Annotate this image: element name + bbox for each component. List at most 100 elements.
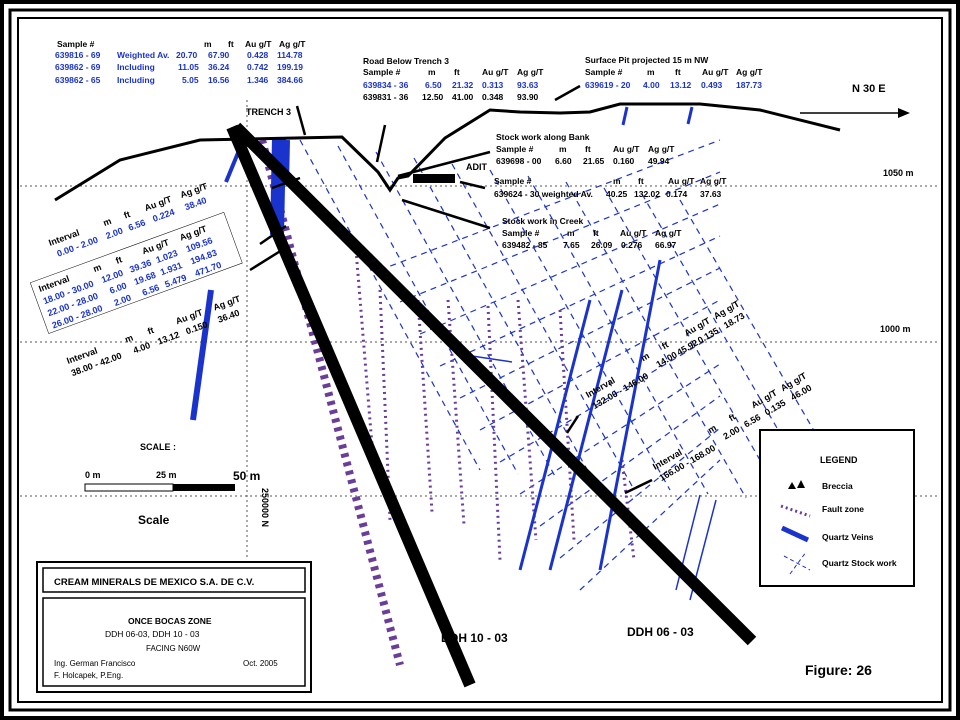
svg-text:ft: ft	[660, 340, 670, 352]
svg-text:m: m	[613, 176, 621, 186]
svg-text:66.97: 66.97	[655, 240, 677, 250]
svg-text:187.73: 187.73	[736, 80, 762, 90]
svg-text:639834 - 36: 639834 - 36	[363, 80, 409, 90]
stockwork-icon	[783, 551, 811, 575]
svg-text:639816 - 69: 639816 - 69	[55, 50, 101, 60]
svg-text:Ag g/T: Ag g/T	[279, 39, 306, 49]
direction-arrow	[898, 108, 910, 118]
svg-text:Surface Pit projected 15 m NW: Surface Pit projected 15 m NW	[585, 55, 709, 65]
callout-arrows	[249, 84, 653, 495]
svg-text:Au g/T: Au g/T	[482, 67, 509, 77]
svg-text:m: m	[567, 228, 575, 238]
engineer-1: Ing. German Francisco	[54, 659, 136, 668]
svg-text:Ag g/T: Ag g/T	[736, 67, 763, 77]
svg-text:ft: ft	[146, 325, 155, 336]
northing-label: 250000 N	[260, 488, 270, 527]
trench-label: TRENCH 3	[246, 107, 291, 117]
svg-text:93.63: 93.63	[517, 80, 539, 90]
bank-sample-table: Stock work along Bank Sample # m ft Au g…	[496, 132, 675, 166]
svg-text:Road Below Trench 3: Road Below Trench 3	[363, 56, 449, 66]
svg-text:20.70: 20.70	[176, 50, 198, 60]
svg-text:36.24: 36.24	[208, 62, 230, 72]
holes-label: DDH 06-03, DDH 10 - 03	[105, 629, 200, 639]
legend: LEGEND Breccia Fault zone Quartz Veins Q…	[759, 429, 915, 587]
svg-text:Fault zone: Fault zone	[822, 504, 864, 514]
svg-text:639831 - 36: 639831 - 36	[363, 92, 409, 102]
inner-border	[8, 8, 952, 712]
svg-text:6.56: 6.56	[742, 412, 762, 429]
figure-label: Figure: 26	[805, 662, 872, 678]
svg-text:Sample #: Sample #	[494, 176, 532, 186]
svg-text:6.60: 6.60	[555, 156, 572, 166]
adit-sample-table: Sample # m ft Au g/T Ag g/T 639624 - 30 …	[494, 176, 727, 199]
svg-text:4.00: 4.00	[132, 340, 152, 355]
svg-text:639619 - 20: 639619 - 20	[585, 80, 631, 90]
engineer-2: F. Holcapek, P.Eng.	[54, 671, 123, 680]
svg-text:ft: ft	[585, 144, 591, 154]
trench-sample-table: Sample # m ft Au g/T Ag g/T 639816 - 69 …	[55, 39, 306, 85]
svg-text:384.66: 384.66	[277, 75, 303, 85]
svg-text:m: m	[706, 423, 718, 436]
svg-text:0.160: 0.160	[613, 156, 635, 166]
title-block: CREAM MINERALS DE MEXICO S.A. DE C.V. ON…	[36, 561, 312, 693]
svg-text:0.174: 0.174	[666, 189, 688, 199]
ddh-10-label: DDH 10 - 03	[441, 631, 508, 645]
svg-text:Weighted Av.: Weighted Av.	[117, 50, 169, 60]
svg-text:Breccia: Breccia	[822, 481, 853, 491]
svg-text:93.90: 93.90	[517, 92, 539, 102]
svg-text:m: m	[102, 216, 113, 228]
svg-text:0.348: 0.348	[482, 92, 504, 102]
svg-text:Sample #: Sample #	[363, 67, 401, 77]
svg-text:0.742: 0.742	[247, 62, 269, 72]
svg-text:1.346: 1.346	[247, 75, 269, 85]
svg-text:639862 - 69: 639862 - 69	[55, 62, 101, 72]
svg-text:45.92: 45.92	[675, 338, 700, 358]
svg-text:6.50: 6.50	[425, 80, 442, 90]
facing-label: FACING N60W	[146, 644, 201, 653]
adit-label: ADIT	[466, 162, 487, 172]
company-name: CREAM MINERALS DE MEXICO S.A. DE C.V.	[54, 577, 254, 588]
svg-text:12.50: 12.50	[422, 92, 444, 102]
svg-text:m: m	[639, 351, 651, 364]
svg-text:ft: ft	[228, 39, 234, 49]
svg-text:Stock work in Creek: Stock work in Creek	[502, 216, 584, 226]
svg-text:Au g/T: Au g/T	[620, 228, 647, 238]
svg-text:Sample #: Sample #	[585, 67, 623, 77]
svg-text:m: m	[428, 67, 436, 77]
svg-text:4.00: 4.00	[643, 80, 660, 90]
svg-text:25 m: 25 m	[156, 470, 177, 480]
breccia-icon	[788, 480, 805, 489]
legend-title: LEGEND	[820, 455, 858, 465]
svg-text:21.32: 21.32	[452, 80, 474, 90]
ddh-06-label: DDH 06 - 03	[627, 625, 694, 639]
svg-text:Quartz Veins: Quartz Veins	[822, 532, 874, 542]
fault-zone-icon	[780, 504, 811, 518]
svg-text:Au g/T: Au g/T	[702, 67, 729, 77]
svg-text:Stock work along Bank: Stock work along Bank	[496, 132, 590, 142]
svg-text:16.56: 16.56	[208, 75, 230, 85]
svg-text:49.94: 49.94	[648, 156, 670, 166]
svg-text:0.493: 0.493	[701, 80, 723, 90]
drillhole-ddh-10-03	[226, 124, 476, 688]
svg-text:21.65: 21.65	[583, 156, 605, 166]
pit-sample-table: Surface Pit projected 15 m NW Sample # m…	[585, 55, 763, 90]
svg-text:ft: ft	[727, 412, 737, 424]
date-label: Oct. 2005	[243, 659, 278, 668]
interval-table-2: Interval m ft Au g/T Ag g/T 18.00 - 30.0…	[29, 211, 243, 334]
svg-text:m: m	[559, 144, 567, 154]
svg-text:41.00: 41.00	[452, 92, 474, 102]
svg-text:m: m	[204, 39, 212, 49]
topography-line	[54, 102, 841, 202]
frame-border	[17, 17, 943, 703]
svg-text:6.56: 6.56	[127, 217, 147, 232]
svg-text:Sample #: Sample #	[496, 144, 534, 154]
svg-text:Ag g/T: Ag g/T	[517, 67, 544, 77]
interval-table-4: Interval m ft Au g/T Ag g/T 132.00 - 146…	[584, 298, 746, 411]
scale-caption: Scale	[138, 513, 170, 527]
svg-text:14.00: 14.00	[654, 350, 679, 370]
svg-text:11.05: 11.05	[178, 62, 199, 72]
road-sample-table: Road Below Trench 3 Sample # m ft Au g/T…	[363, 56, 544, 102]
svg-text:13.12: 13.12	[670, 80, 692, 90]
svg-text:Ag g/T: Ag g/T	[655, 228, 682, 238]
svg-text:199.19: 199.19	[277, 62, 303, 72]
